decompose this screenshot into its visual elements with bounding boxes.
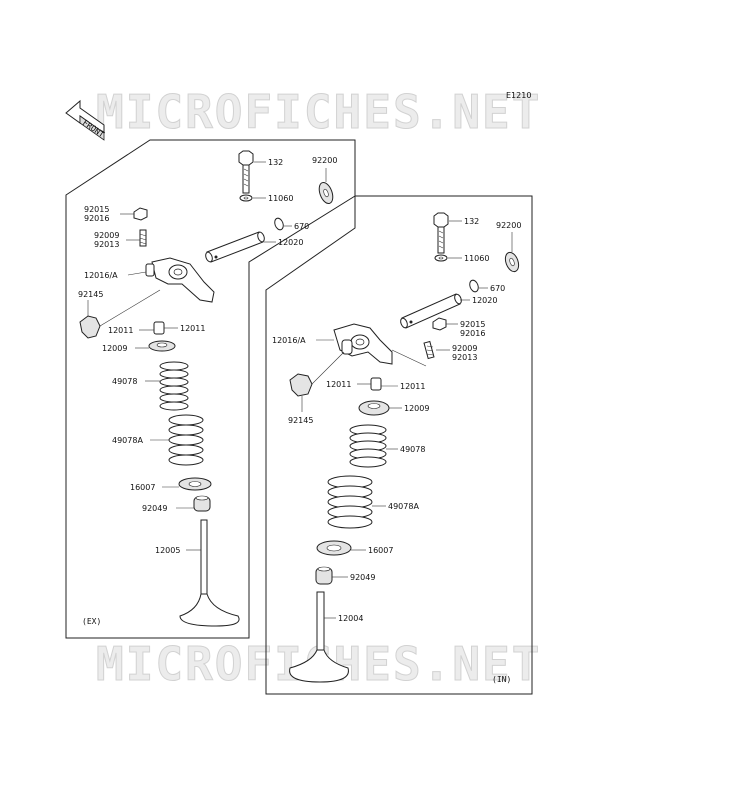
in-collet-12011 bbox=[370, 377, 382, 391]
ex-spring-seat-16007 bbox=[178, 477, 212, 491]
ex-thin-washer-92145 bbox=[79, 315, 101, 339]
in-label-nut-b: 92016 bbox=[460, 329, 485, 338]
exhaust-caption: (EX) bbox=[82, 617, 101, 626]
ex-label-rocker-arm: 12016/A bbox=[84, 271, 118, 280]
ex-label-spring-outer: 49078 bbox=[112, 377, 137, 386]
ex-label-washer-thin: 92145 bbox=[78, 290, 103, 299]
ex-label-nut-b: 92016 bbox=[84, 214, 109, 223]
in-spring-49078 bbox=[349, 424, 387, 468]
ex-rocker-arm-12016a bbox=[145, 257, 215, 303]
ex-label-spring-seat: 16007 bbox=[130, 483, 155, 492]
ex-adjust-screw-92009 bbox=[139, 229, 147, 247]
in-label-rocker-arm: 12016/A bbox=[272, 336, 306, 345]
in-label-nut-a: 92015 bbox=[460, 320, 485, 329]
in-label-spring-outer: 49078 bbox=[400, 445, 425, 454]
in-valve-12004 bbox=[289, 591, 349, 683]
in-adjust-screw-92009 bbox=[423, 340, 435, 360]
in-label-screw-b: 92013 bbox=[452, 353, 477, 362]
ex-seal-92049 bbox=[193, 495, 211, 512]
in-label-collet-right: 12011 bbox=[400, 382, 425, 391]
ex-collet-12011 bbox=[153, 321, 165, 335]
ex-label-o-ring: 670 bbox=[294, 222, 309, 231]
intake-panel-border bbox=[265, 195, 533, 695]
in-spring-seat-16007 bbox=[316, 540, 352, 556]
ex-spring-49078a bbox=[168, 414, 204, 466]
ex-label-retainer: 12009 bbox=[102, 344, 127, 353]
in-retainer-12009 bbox=[358, 400, 390, 416]
ex-label-collet-left: 12011 bbox=[108, 326, 133, 335]
ex-label-washer-plate: 92200 bbox=[312, 156, 337, 165]
exhaust-panel-border bbox=[65, 139, 356, 639]
ex-bolt-132 bbox=[238, 150, 254, 194]
ex-label-screw-a: 92009 bbox=[94, 231, 119, 240]
in-label-valve: 12004 bbox=[338, 614, 363, 623]
diagram-code: E1210 bbox=[506, 91, 531, 100]
in-seal-92049 bbox=[315, 566, 333, 585]
ex-rocker-shaft-12020 bbox=[205, 231, 265, 263]
in-label-washer: 11060 bbox=[464, 254, 489, 263]
in-label-collet-left: 12011 bbox=[326, 380, 351, 389]
ex-o-ring-670 bbox=[274, 217, 284, 231]
in-bolt-132 bbox=[433, 212, 449, 254]
in-spring-49078a bbox=[327, 475, 373, 529]
watermark-top: MICROFICHES.NET bbox=[96, 85, 541, 139]
intake-caption: (IN) bbox=[492, 675, 511, 684]
in-label-washer-plate: 92200 bbox=[496, 221, 521, 230]
ex-retainer-12009 bbox=[148, 340, 176, 352]
ex-label-screw-b: 92013 bbox=[94, 240, 119, 249]
ex-label-washer: 11060 bbox=[268, 194, 293, 203]
in-label-bolt: 132 bbox=[464, 217, 479, 226]
ex-nut-92015 bbox=[133, 207, 148, 221]
in-label-washer-thin: 92145 bbox=[288, 416, 313, 425]
ex-label-spring-inner: 49078A bbox=[112, 436, 143, 445]
ex-label-seal: 92049 bbox=[142, 504, 167, 513]
in-label-shaft: 12020 bbox=[472, 296, 497, 305]
in-rocker-arm-12016a bbox=[333, 323, 393, 365]
ex-label-valve: 12005 bbox=[155, 546, 180, 555]
ex-label-nut-a: 92015 bbox=[84, 205, 109, 214]
in-label-o-ring: 670 bbox=[490, 284, 505, 293]
in-label-spring-seat: 16007 bbox=[368, 546, 393, 555]
in-label-spring-inner: 49078A bbox=[388, 502, 419, 511]
in-label-retainer: 12009 bbox=[404, 404, 429, 413]
in-rocker-shaft-12020 bbox=[400, 293, 462, 329]
in-label-seal: 92049 bbox=[350, 573, 375, 582]
ex-label-bolt: 132 bbox=[268, 158, 283, 167]
ex-label-shaft: 12020 bbox=[278, 238, 303, 247]
in-o-ring-670 bbox=[469, 279, 479, 293]
in-thin-washer-92145 bbox=[289, 373, 313, 397]
ex-spring-49078 bbox=[159, 361, 189, 411]
ex-valve-12005 bbox=[179, 519, 240, 627]
ex-label-collet-right: 12011 bbox=[180, 324, 205, 333]
in-label-screw-a: 92009 bbox=[452, 344, 477, 353]
in-nut-92015 bbox=[432, 317, 447, 331]
